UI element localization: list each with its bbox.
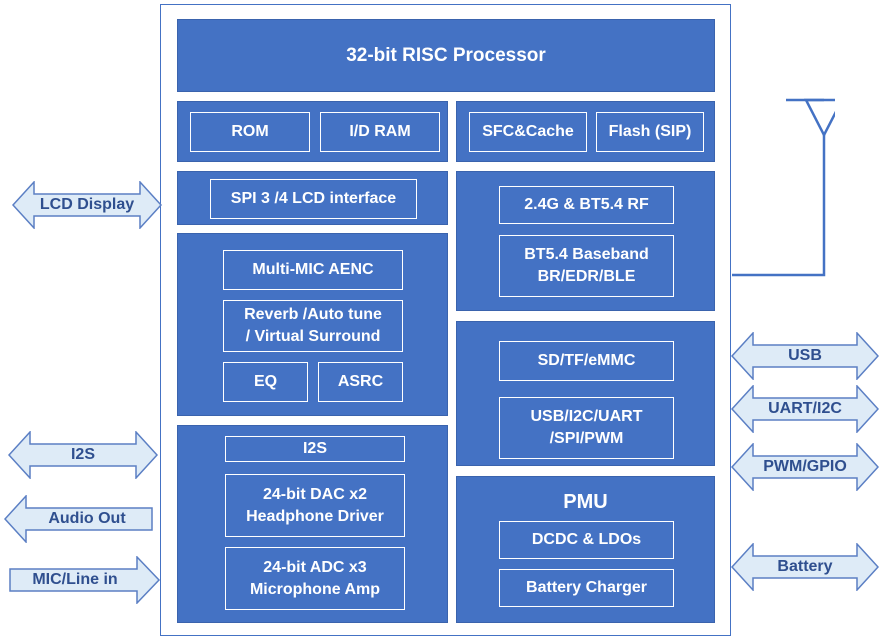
flash-box: Flash (SIP)	[596, 112, 704, 152]
peripheral-block: SD/TF/eMMC USB/I2C/UART /SPI/PWM	[456, 321, 715, 466]
sfc-cache-box: SFC&Cache	[469, 112, 587, 152]
dcdc-box: DCDC & LDOs	[499, 521, 674, 559]
pmu-block: PMU DCDC & LDOs Battery Charger	[456, 476, 715, 623]
rf-box: 2.4G & BT5.4 RF	[499, 186, 674, 224]
usb-label: USB	[788, 347, 822, 364]
pwm-gpio-label: PWM/GPIO	[763, 458, 847, 475]
ram-box: I/D RAM	[320, 112, 440, 152]
processor-block: 32-bit RISC Processor	[177, 19, 715, 92]
battery-arrow-icon	[731, 543, 879, 591]
memory-block-right: SFC&Cache Flash (SIP)	[456, 101, 715, 162]
lcd-interface-block: SPI 3 /4 LCD interface	[177, 171, 448, 225]
lcd-display-label: LCD Display	[39, 196, 135, 213]
i2s-arrow-icon	[8, 431, 158, 479]
pmu-title: PMU	[563, 490, 608, 513]
mic-line-in-arrow-icon	[9, 556, 161, 604]
memory-block-left: ROM I/D RAM	[177, 101, 448, 162]
reverb-box: Reverb /Auto tune / Virtual Surround	[223, 300, 403, 352]
uart-i2c-label: UART/I2C	[768, 400, 842, 417]
uart-i2c-arrow-icon	[731, 385, 879, 433]
dac-box: 24-bit DAC x2 Headphone Driver	[225, 474, 405, 537]
asrc-box: ASRC	[318, 362, 403, 402]
usb-arrow-icon	[731, 332, 879, 380]
baseband-box: BT5.4 Baseband BR/EDR/BLE	[499, 235, 674, 297]
eq-box: EQ	[223, 362, 308, 402]
battery-label: Battery	[777, 558, 833, 575]
i2s-box: I2S	[225, 436, 405, 462]
lcd-display-arrow-icon	[12, 181, 162, 229]
audio-out-arrow-icon	[4, 495, 153, 543]
audio-out-label: Audio Out	[48, 510, 126, 527]
audio-dsp-block: Multi-MIC AENC Reverb /Auto tune / Virtu…	[177, 233, 448, 416]
bus-box: USB/I2C/UART /SPI/PWM	[499, 397, 674, 459]
adc-box: 24-bit ADC x3 Microphone Amp	[225, 547, 405, 610]
storage-box: SD/TF/eMMC	[499, 341, 674, 381]
rf-block: 2.4G & BT5.4 RF BT5.4 Baseband BR/EDR/BL…	[456, 171, 715, 311]
i2s-label: I2S	[70, 446, 95, 463]
antenna-icon	[732, 98, 835, 277]
pwm-gpio-arrow-icon	[731, 443, 879, 491]
codec-block: I2S 24-bit DAC x2 Headphone Driver 24-bi…	[177, 425, 448, 623]
rom-box: ROM	[190, 112, 310, 152]
lcd-interface-box: SPI 3 /4 LCD interface	[210, 179, 417, 219]
processor-title: 32-bit RISC Processor	[346, 44, 546, 66]
aenc-box: Multi-MIC AENC	[223, 250, 403, 290]
mic-line-in-label: MIC/Line in	[32, 571, 118, 588]
charger-box: Battery Charger	[499, 569, 674, 607]
